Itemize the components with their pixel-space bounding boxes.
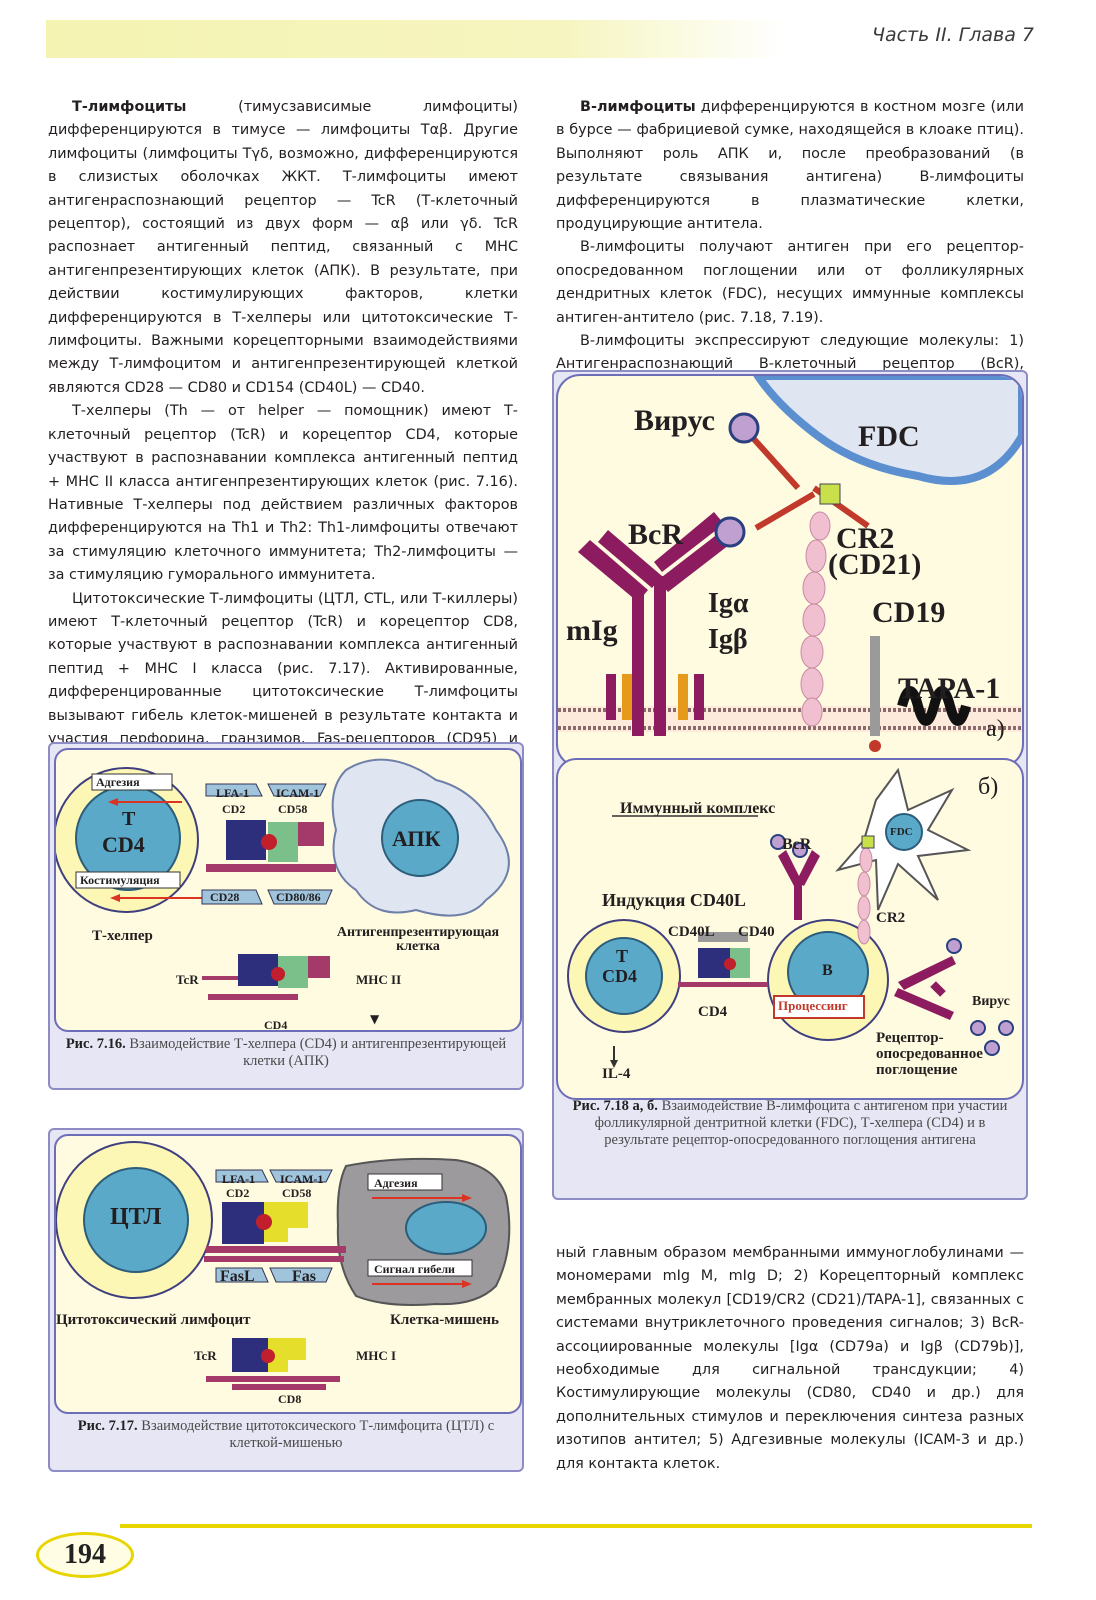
label-cr2: CR2 — [836, 522, 895, 555]
label-il4: IL-4 — [602, 1066, 631, 1082]
label-panel-b: б) — [978, 774, 999, 800]
label-adhesion: Адгезия — [374, 1176, 418, 1190]
caption-7-16: Рис. 7.16. Взаимодействие Т-хелпера (CD4… — [65, 1036, 507, 1069]
caption-7-17: Рис. 7.17. Взаимодействие цитотоксическо… — [77, 1418, 495, 1451]
label-cd28: CD28 — [210, 890, 240, 904]
label-fasl: FasL — [220, 1268, 255, 1285]
label-cd8086: CD80/86 — [276, 890, 321, 904]
figure-7-16: Адгезия T CD4 Костимуляция LFA-1 ICAM-1 … — [48, 742, 524, 1090]
label-cd8: CD8 — [278, 1392, 302, 1406]
figure-7-17-diagram — [56, 1141, 511, 1390]
label-ig-alpha: Igα — [708, 588, 749, 619]
left-column: Т-лимфоциты (тимусзависимые лимфоциты) д… — [48, 96, 518, 775]
label-receptor-uptake: Рецептор- опосредованное поглощение — [876, 1030, 983, 1078]
paragraph: В-лимфоциты дифференцируются в костном м… — [556, 99, 1024, 233]
label-bcr: BcR — [628, 518, 683, 551]
label-costimulation: Костимуляция — [80, 873, 160, 887]
label-tcr: TcR — [176, 972, 199, 987]
label-ctl-full: Цитотоксический лимфоцит — [56, 1312, 251, 1328]
label-mhc1: MHC I — [356, 1348, 397, 1363]
label-ig-beta: Igβ — [708, 624, 748, 655]
label-apc-full: Антигенпрезентирующая клетка — [336, 925, 500, 954]
label-lfa1: LFA-1 — [222, 1172, 256, 1186]
label-cd58: CD58 — [278, 802, 308, 816]
label-tapa1: TAPA-1 — [898, 672, 1001, 705]
label-cd40l-induction: Индукция CD40L — [602, 890, 746, 910]
label-cd40: CD40 — [738, 924, 775, 940]
label-cd4-small: CD4 — [264, 1018, 288, 1032]
label-cd4-b: CD4 — [602, 966, 637, 986]
figure-7-18b-diagram — [567, 767, 1014, 1068]
paragraph: В-лимфоциты получают антиген при его рец… — [556, 239, 1024, 326]
label-t-b: T — [616, 946, 629, 966]
right-column-top: В-лимфоциты дифференцируются в костном м… — [556, 96, 1024, 400]
figure-7-16-diagram — [56, 758, 510, 1000]
label-adhesion: Адгезия — [96, 775, 140, 789]
label-tcr: TcR — [194, 1348, 217, 1363]
label-t-helper: Т-хелпер — [92, 928, 153, 944]
label-immune-complex: Иммунный комплекс — [620, 800, 776, 817]
figure-panel: Адгезия T CD4 Костимуляция LFA-1 ICAM-1 … — [54, 748, 522, 1032]
paragraph: Т-лимфоциты (тимусзависимые лимфоциты) д… — [48, 99, 518, 396]
figure-panel: ЦТЛ LFA-1 ICAM-1 CD2 CD58 Адгезия Сигнал… — [54, 1134, 522, 1414]
figure-7-17: ЦТЛ LFA-1 ICAM-1 CD2 CD58 Адгезия Сигнал… — [48, 1128, 524, 1472]
term-t-lymphocytes: Т-лимфоциты — [72, 99, 187, 115]
paragraph: ный главным образом мембранными иммуногл… — [556, 1245, 1024, 1472]
header-band — [46, 20, 786, 58]
label-icam1: ICAM-1 — [276, 786, 320, 800]
label-ctl: ЦТЛ — [110, 1204, 162, 1230]
label-b-cell: B — [822, 962, 833, 979]
paragraph: Т-хелперы (Th — от helper — помощник) им… — [48, 403, 518, 584]
label-lfa1: LFA-1 — [216, 786, 250, 800]
label-icam1: ICAM-1 — [280, 1172, 324, 1186]
label-fdc: FDC — [858, 420, 920, 453]
label-panel-a: а) — [986, 716, 1005, 742]
label-apc: АПК — [392, 826, 441, 851]
label-cd40l: CD40L — [668, 924, 715, 940]
label-cr2-small: CR2 — [876, 910, 906, 926]
figure-panel-a: Вирус FDC BcR CR2 (CD21) mIg Igα Igβ CD1… — [556, 374, 1024, 768]
page-number: 194 — [36, 1532, 134, 1578]
label-cd19: CD19 — [872, 596, 946, 629]
label-target-cell: Клетка-мишень — [390, 1312, 499, 1328]
label-cd21: (CD21) — [828, 548, 922, 581]
footer-rule — [120, 1524, 1032, 1528]
label-mhc2: MHC II — [356, 972, 402, 987]
label-fdc-small: FDC — [890, 826, 913, 838]
label-bcr-small: BcR — [782, 836, 812, 853]
figure-7-18: Вирус FDC BcR CR2 (CD21) mIg Igα Igβ CD1… — [552, 370, 1028, 1200]
chapter-title: Часть II. Глава 7 — [871, 24, 1034, 46]
label-cd4-bottom: CD4 — [698, 1004, 728, 1020]
term-b-lymphocytes: В-лимфоциты — [580, 99, 696, 115]
label-mig: mIg — [566, 614, 618, 647]
label-processing: Процессинг — [778, 998, 848, 1013]
figure-panel-b: б) Иммунный комплекс FDC BcR Индукция CD… — [556, 758, 1024, 1100]
label-cd58: CD58 — [282, 1186, 312, 1200]
label-virus-b: Вирус — [972, 994, 1010, 1009]
label-cd2: CD2 — [226, 1186, 250, 1200]
label-t: T — [122, 808, 136, 830]
figure-7-18a-diagram — [558, 376, 1022, 752]
right-column-bottom: ный главным образом мембранными иммуногл… — [556, 1242, 1024, 1476]
caption-7-18: Рис. 7.18 а, б. Взаимодействие В-лимфоци… — [572, 1098, 1008, 1148]
label-cd2: CD2 — [222, 802, 246, 816]
triangle-marker: ▼ — [370, 1012, 380, 1026]
label-cd4: CD4 — [102, 832, 145, 857]
label-virus: Вирус — [634, 404, 715, 437]
label-fas: Fas — [292, 1268, 316, 1285]
label-death-signal: Сигнал гибели — [374, 1262, 455, 1276]
